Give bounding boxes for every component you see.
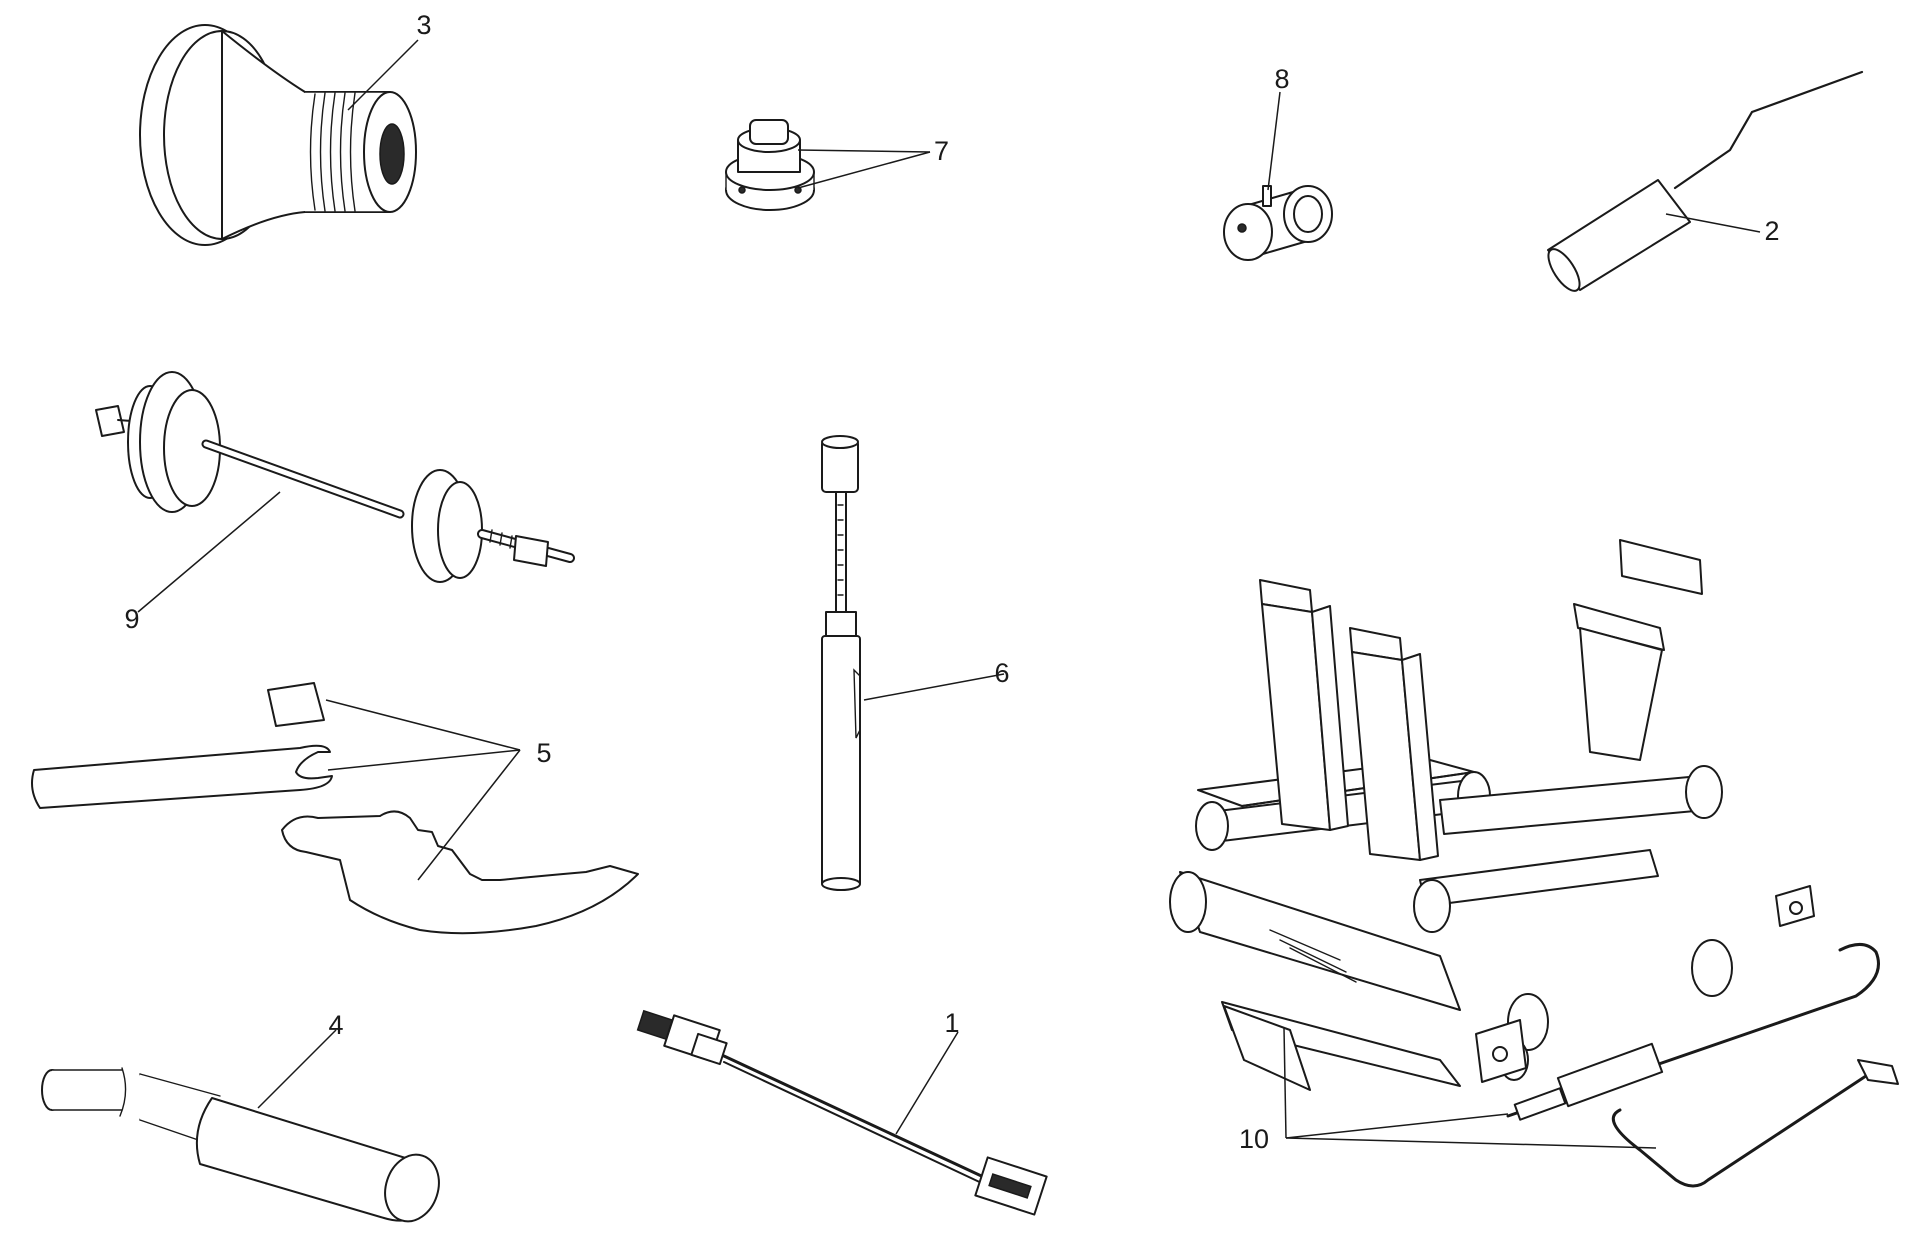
leader-9 [137, 491, 281, 613]
part-6-gauge-tube [821, 435, 861, 891]
callout-7: 7 [934, 136, 949, 166]
leader-3 [347, 39, 419, 111]
leader-10b [1285, 1113, 1509, 1139]
leader-1 [895, 1031, 959, 1135]
leader-7a [797, 149, 931, 153]
leader-2 [1665, 213, 1761, 233]
leader-lines [137, 39, 1761, 1149]
leader-8 [1267, 91, 1281, 191]
leader-5b [327, 749, 521, 771]
callout-9: 9 [124, 604, 139, 634]
callout-2: 2 [1764, 216, 1779, 246]
part-5-wrench-set [31, 682, 639, 935]
callout-8: 8 [1274, 64, 1289, 94]
callout-labels: 1 2 3 4 5 6 7 8 9 10 [124, 10, 1779, 1154]
part-4-drift-handle [41, 1067, 440, 1223]
part-1-diagnostic-cable [636, 1009, 1048, 1216]
leader-7b [797, 151, 931, 189]
leader-4 [257, 1029, 337, 1109]
part-9-puller [95, 371, 575, 583]
callout-10: 10 [1239, 1124, 1269, 1154]
part-3-flange-adapter [139, 24, 417, 246]
part-8-collar [1223, 185, 1333, 261]
leader-10a [1283, 1027, 1287, 1139]
leader-5a [325, 699, 521, 751]
callout-3: 3 [416, 10, 431, 40]
callout-1: 1 [944, 1008, 959, 1038]
callout-6: 6 [994, 658, 1009, 688]
callout-5: 5 [536, 738, 551, 768]
part-7-fitting [725, 119, 815, 211]
leader-6 [863, 673, 1005, 701]
leader-5c [417, 749, 521, 881]
callout-4: 4 [328, 1010, 343, 1040]
part-2-wire-tool [1547, 70, 1864, 292]
part-10-paddock-stand [1169, 539, 1899, 1188]
leader-10c [1285, 1137, 1657, 1149]
